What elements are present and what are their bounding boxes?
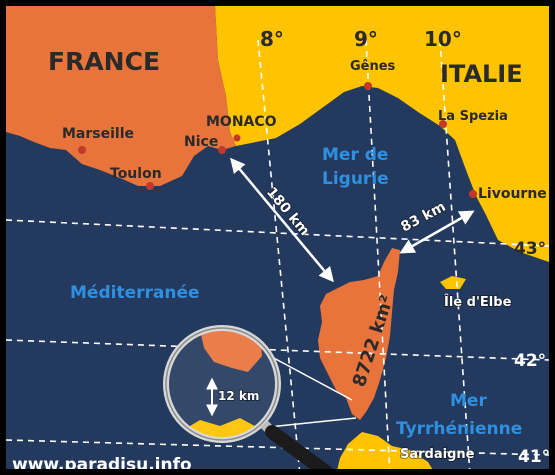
label-marseille: Marseille: [62, 126, 134, 142]
magnifier-icon: [163, 325, 334, 469]
label-ile-elbe: Île d'Elbe: [444, 294, 512, 310]
label-genes: Gênes: [350, 59, 396, 74]
lens-pointer-line-upper: [269, 355, 353, 401]
label-italie: ITALIE: [440, 60, 523, 88]
france-landmass: [6, 6, 236, 186]
label-sardaigne: Sardaigne: [400, 447, 475, 462]
label-meridian-8: 8°: [260, 27, 284, 51]
label-mer: Mer: [450, 391, 487, 411]
city-dot-nice: [218, 146, 226, 154]
label-monaco: MONACO: [206, 114, 277, 130]
label-la-spezia: La Spezia: [438, 109, 508, 124]
italy-landmass: [215, 6, 549, 262]
label-distance-strait: 12 km: [218, 389, 259, 403]
elba-island: [440, 276, 466, 289]
meridian-9-line: [365, 39, 391, 469]
parallel-41-line: [6, 439, 549, 456]
label-france: FRANCE: [48, 47, 160, 76]
meridian-8-line: [257, 39, 301, 469]
city-dot-toulon: [146, 182, 154, 190]
distance-arrow-corsica-livourne: [399, 210, 475, 254]
label-nice: Nice: [184, 134, 218, 150]
city-dot-livourne: [469, 190, 477, 198]
meridian-10-line: [439, 39, 471, 469]
label-parallel-41: 41°: [518, 447, 550, 467]
label-tyrrhenienne: Tyrrhénienne: [396, 419, 522, 439]
distance-arrow-nice-corsica: [230, 157, 334, 283]
city-dot-genes: [364, 82, 372, 90]
label-livourne: Livourne: [478, 186, 547, 202]
credit-watermark: www.paradisu.info: [12, 455, 192, 475]
label-parallel-43: 43°: [514, 239, 546, 259]
city-dot-marseille: [78, 146, 86, 154]
city-dots: [78, 82, 477, 198]
city-dot-la-spezia: [439, 120, 447, 128]
label-meridian-10: 10°: [424, 27, 462, 51]
label-mediterranee: Méditerranée: [70, 283, 200, 303]
label-ligurie: Ligurie: [322, 169, 389, 189]
corsica-island: [318, 248, 400, 420]
label-toulon: Toulon: [110, 166, 162, 182]
city-dot-monaco: [233, 134, 241, 142]
parallel-42-line: [6, 339, 549, 361]
label-mer-de: Mer de: [322, 145, 388, 165]
label-parallel-42: 42°: [514, 351, 546, 371]
label-meridian-9: 9°: [354, 27, 378, 51]
